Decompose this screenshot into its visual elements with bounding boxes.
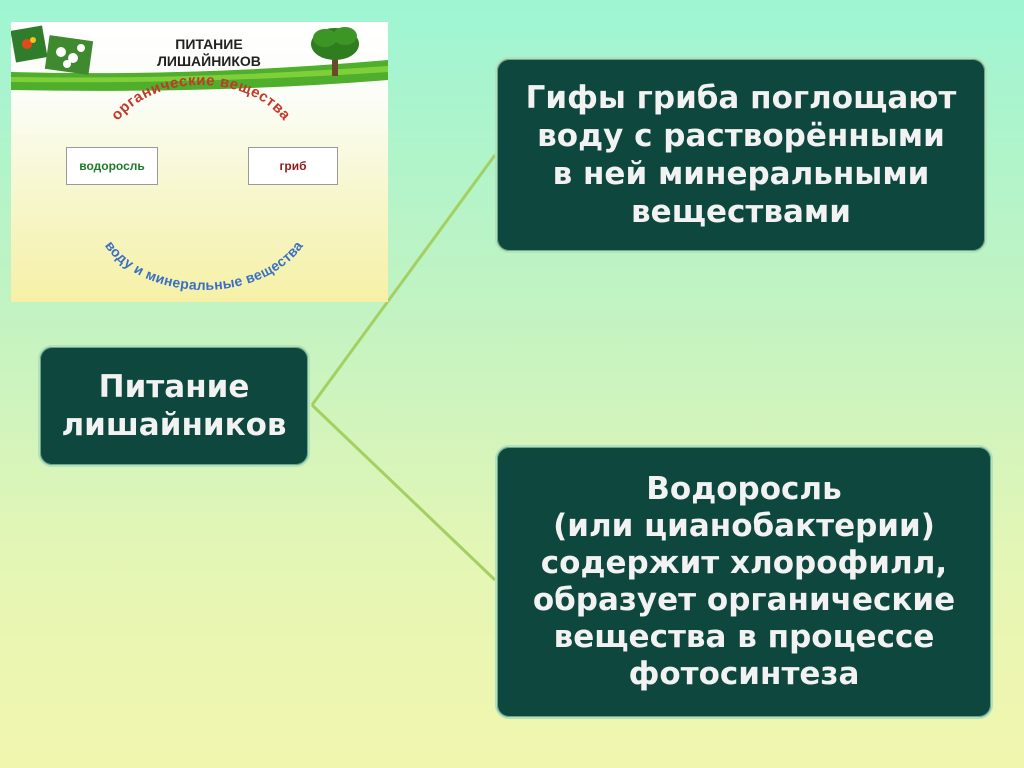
lichen-nutrition-illustration: органические вещества воду и минеральные… [11,22,388,302]
fungus-function-line: Гифы гриба поглощают [525,80,957,116]
central-topic-line: лишайников [61,407,287,443]
alga-function-line: фотосинтеза [628,656,860,692]
arc-water-and-minerals: воду и минеральные вещества [102,238,306,293]
fungus-function-box: Гифы гриба поглощают воду с растворённым… [495,57,987,253]
illustration-title: ПИТАНИЕ ЛИШАЙНИКОВ [157,36,261,69]
fungus-label: гриб [248,147,338,185]
alga-label: водоросль [66,147,158,185]
connector-to-bottom-box [310,403,497,582]
flower-photo-icon [11,25,94,75]
fungus-function-line: в ней минеральными [552,156,930,192]
connector-to-top-box [310,154,497,406]
alga-function-line: вещества в процессе [553,619,935,655]
central-topic-box: Питание лишайников [38,345,310,467]
central-topic-line: Питание [98,369,250,405]
fungus-function-line: воду с растворёнными [537,118,945,154]
alga-function-line: содержит хлорофилл, [540,545,948,581]
alga-function-line: образует органические [532,582,956,618]
alga-function-line: (или цианобактерии) [553,508,935,544]
alga-function-line: Водоросль [646,471,842,507]
fungus-function-line: веществами [631,194,851,230]
tree-icon [311,27,359,76]
grass-band [11,60,388,91]
alga-function-box: Водоросль (или цианобактерии) содержит х… [495,445,993,719]
